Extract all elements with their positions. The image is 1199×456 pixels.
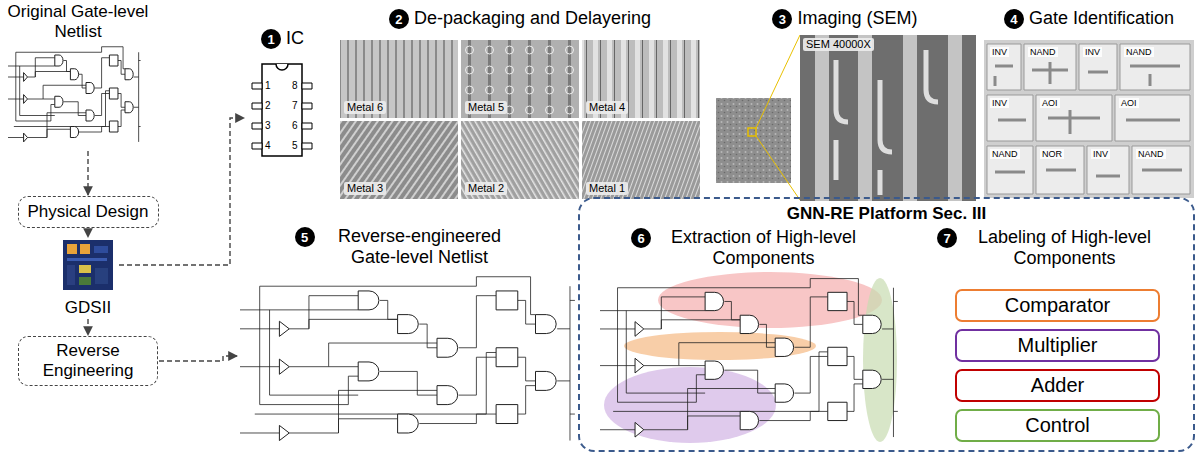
- image-label: Metal 2: [465, 182, 507, 195]
- callout-number: 5: [295, 227, 315, 247]
- gate-label: INV: [1083, 47, 1102, 57]
- gate-label: INV: [990, 98, 1009, 108]
- heading: Control: [1025, 414, 1089, 437]
- heading-text: Extraction of High-level Components: [656, 227, 871, 268]
- dashed-arrow: [87, 319, 88, 335]
- heading-text: Labeling of High-level Components: [962, 227, 1167, 268]
- heading: Physical Design: [28, 202, 149, 222]
- gate-label: INV: [990, 47, 1009, 57]
- heading: 4Gate Identification: [982, 8, 1196, 29]
- gate-label: AOI: [1040, 98, 1060, 108]
- heading: 3Imaging (SEM): [712, 8, 978, 29]
- pin-number: 1: [265, 80, 271, 92]
- netlist-panel: 5Reverse-engineered Gate-level Netlist: [238, 226, 576, 454]
- heading-text: Imaging (SEM): [797, 8, 917, 29]
- step-panel: 6Extraction of High-level Components: [595, 227, 907, 449]
- reverse-engineered-schematic: [240, 277, 575, 441]
- dashed-arrow: [159, 356, 237, 361]
- gate-label: NAND: [1124, 47, 1154, 57]
- delayering-micrographs: [340, 40, 700, 199]
- box-label: Control: [1025, 414, 1089, 437]
- component-box: Comparator: [955, 289, 1160, 322]
- component-box: Multiplier: [955, 329, 1160, 362]
- step-panel: 2De-packaging and Delayering: [330, 8, 710, 194]
- box-label: Comparator: [1005, 294, 1111, 317]
- box-label: Physical Design: [28, 202, 149, 222]
- heading: GNN-RE Platform Sec. III: [580, 199, 1193, 224]
- callout-number: 1: [261, 29, 281, 49]
- callout-number: 3: [772, 9, 792, 29]
- pin-number: 6: [292, 120, 298, 132]
- step-panel: 7Labeling of High-level ComponentsCompar…: [918, 227, 1186, 449]
- heading: 5Reverse-engineered Gate-level Netlist: [238, 226, 576, 267]
- gate-label: NAND: [1028, 47, 1058, 57]
- process-box: Physical Design: [18, 196, 159, 228]
- heading: GDSII: [58, 298, 118, 318]
- dashed-arrow: [87, 151, 88, 195]
- image-label: Metal 6: [344, 101, 386, 114]
- gdsii-chip: [63, 240, 113, 290]
- dashed-arrow: [119, 118, 244, 265]
- netlist-panel: Original Gate-level Netlist: [3, 2, 153, 150]
- callout-number: 4: [1004, 9, 1024, 29]
- heading: Adder: [1031, 374, 1084, 397]
- heading-text: GNN-RE Platform Sec. III: [787, 204, 986, 224]
- callout-number: 2: [389, 9, 409, 29]
- heading-text: Gate Identification: [1029, 8, 1174, 29]
- heading: Original Gate-level Netlist: [3, 2, 153, 41]
- box-label: Reverse Engineering: [19, 341, 157, 380]
- heading-text: De-packaging and Delayering: [414, 8, 651, 29]
- gate-label: NAND: [990, 149, 1020, 159]
- gate-label: NAND: [1136, 149, 1166, 159]
- ic-panel: 1IC: [245, 28, 320, 155]
- pin-number: 7: [292, 100, 298, 112]
- gdsii-panel: GDSII: [58, 238, 118, 318]
- gate-label: INV: [1091, 149, 1110, 159]
- pin-number: 3: [265, 120, 271, 132]
- heading-text: IC: [286, 28, 304, 49]
- callout-number: 7: [937, 228, 957, 248]
- pin-number: 4: [265, 140, 271, 152]
- step-panel: 3Imaging (SEM): [712, 8, 978, 194]
- image-label: Metal 1: [586, 182, 628, 195]
- heading-text: Reverse-engineered Gate-level Netlist: [320, 226, 520, 267]
- pin-number: 5: [292, 140, 298, 152]
- heading: Reverse Engineering: [19, 341, 157, 380]
- callout-number: 6: [631, 228, 651, 248]
- gate-label: AOI: [1119, 98, 1139, 108]
- pin-number: 2: [265, 100, 271, 112]
- heading-text: Original Gate-level Netlist: [3, 2, 153, 41]
- gate-label: NOR: [1040, 149, 1064, 159]
- sem-images: [716, 35, 976, 201]
- box-label: Adder: [1031, 374, 1084, 397]
- heading: 1IC: [245, 28, 320, 49]
- box-label: Multiplier: [1017, 334, 1097, 357]
- component-box: Control: [955, 409, 1160, 442]
- extraction-schematic: [600, 279, 898, 437]
- heading: Multiplier: [1017, 334, 1097, 357]
- image-label: Metal 5: [465, 101, 507, 114]
- heading: 7Labeling of High-level Components: [918, 227, 1186, 268]
- heading: Comparator: [1005, 294, 1111, 317]
- image-label: Metal 4: [586, 101, 628, 114]
- heading-text: GDSII: [65, 298, 111, 318]
- pin-number: 8: [292, 80, 298, 92]
- ic-package: [252, 64, 312, 156]
- netlist-schematic: [8, 47, 141, 142]
- dashed-arrow: [87, 229, 88, 237]
- step-panel: 4Gate Identification: [982, 8, 1196, 194]
- process-box: Reverse Engineering: [18, 336, 158, 386]
- heading: 2De-packaging and Delayering: [330, 8, 710, 29]
- platform-band: GNN-RE Platform Sec. III 6Extraction of H…: [578, 197, 1195, 452]
- heading: 6Extraction of High-level Components: [595, 227, 907, 268]
- image-label: SEM 40000X: [803, 38, 874, 51]
- image-label: Metal 3: [344, 182, 386, 195]
- gate-layout-image: [984, 40, 1194, 198]
- component-box: Adder: [955, 369, 1160, 402]
